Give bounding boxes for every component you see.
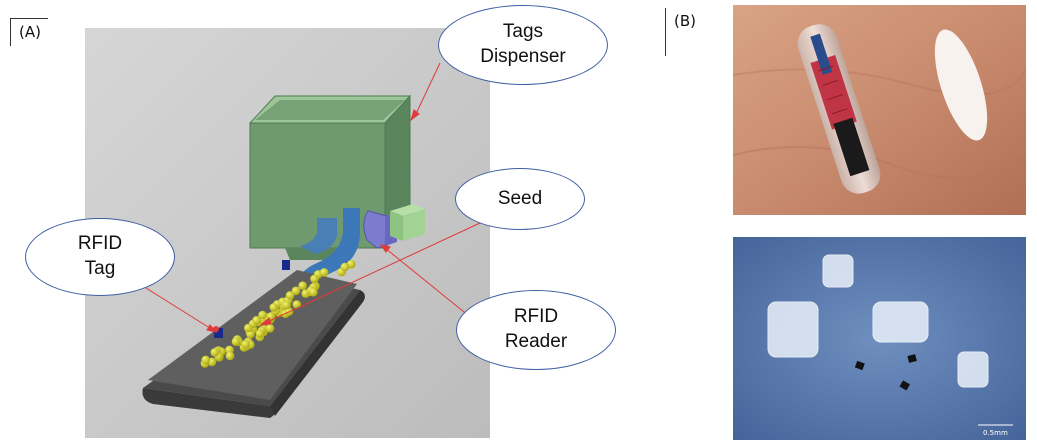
seed — [210, 348, 220, 357]
seed — [258, 310, 267, 320]
seed — [291, 286, 301, 296]
panel-b-label: (B) — [665, 8, 717, 56]
seed — [255, 329, 265, 339]
seed — [319, 268, 329, 277]
dispenser-arrow — [414, 62, 441, 117]
seed-arrow — [264, 222, 481, 324]
seed — [201, 355, 211, 365]
rfid-tag-chip — [214, 328, 223, 338]
glass-capsule-tag — [797, 24, 881, 194]
rfid-reader-callout: RFID Reader — [456, 290, 616, 370]
seed-cluster — [200, 259, 356, 368]
dispenser-arrow-head — [410, 109, 420, 122]
seed — [225, 351, 235, 361]
tags-dispenser-box — [248, 94, 412, 260]
seed — [285, 291, 295, 300]
micro-chip — [854, 354, 917, 391]
panel-a-label: (A) — [10, 18, 48, 46]
rice-grain — [934, 29, 988, 141]
seed — [310, 274, 319, 284]
seed — [298, 281, 307, 290]
tag-arrow-head — [206, 324, 218, 333]
scale-bar-label: 0.5mm — [983, 429, 1008, 437]
seed — [244, 323, 253, 333]
rfid-tag-chip — [282, 260, 290, 270]
scale-bar: 0.5mm — [978, 424, 1013, 437]
tags-dispenser-callout: Tags Dispenser — [438, 5, 608, 85]
reader-arrow-head — [379, 244, 391, 253]
seed — [269, 303, 279, 312]
seed-tagging-scene — [85, 28, 490, 438]
seed — [231, 337, 241, 347]
implant-tag-photo — [733, 5, 1026, 215]
ice-crystal — [767, 254, 989, 388]
micro-chip-photo: 0.5mm — [733, 237, 1026, 440]
seed — [340, 262, 350, 272]
seed — [241, 339, 250, 349]
rfid-tag-callout: RFID Tag — [25, 218, 175, 296]
seed — [309, 287, 318, 297]
seed — [292, 300, 302, 309]
seed-callout: Seed — [455, 168, 585, 230]
seed — [252, 316, 261, 325]
seed — [282, 300, 291, 310]
seed-arrow-head — [259, 317, 272, 326]
rfid-reader-device — [363, 204, 425, 249]
seed — [265, 324, 275, 333]
